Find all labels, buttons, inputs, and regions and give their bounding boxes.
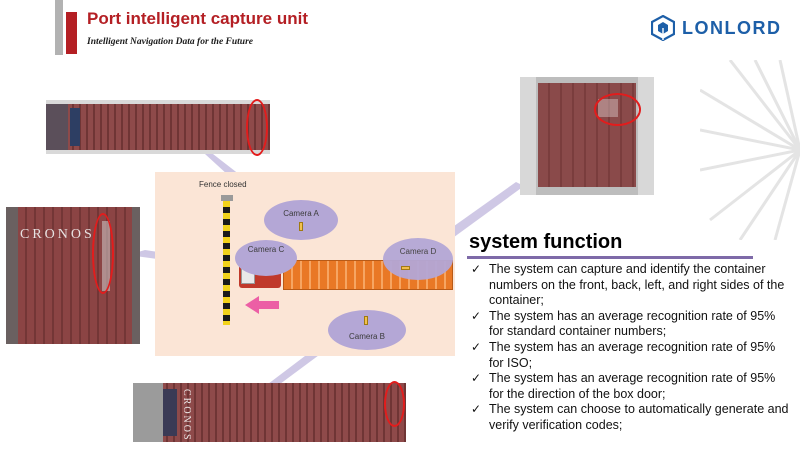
fence-post-cap	[221, 195, 233, 201]
container-brand-text: CRONOS	[20, 227, 95, 242]
decorative-rays	[700, 60, 800, 240]
camera-b-icon	[364, 316, 368, 325]
photo-right-container-rear	[520, 77, 654, 195]
fence-label: Fence closed	[199, 180, 247, 189]
camera-d-label: Camera D	[399, 247, 437, 256]
camera-b-label: Camera B	[348, 332, 385, 341]
hexagon-cube-icon	[651, 15, 675, 41]
left-arrow-icon	[245, 296, 279, 314]
check-icon: ✓	[471, 371, 482, 386]
camera-c-label: Camera C	[247, 245, 285, 254]
container-top-rail	[46, 100, 270, 104]
container-bottom-rail	[46, 150, 270, 154]
brand-logo-text: LONLORD	[682, 17, 782, 38]
system-function-list: ✓ The system can capture and identify the…	[469, 262, 789, 434]
container-body	[18, 207, 132, 344]
gantry-right	[638, 77, 654, 195]
check-icon: ✓	[471, 402, 482, 417]
page-subtitle: Intelligent Navigation Data for the Futu…	[87, 37, 254, 47]
gantry-left	[520, 77, 536, 195]
system-function-title: system function	[469, 231, 623, 253]
list-item-text: The system can choose to automatically g…	[489, 402, 789, 432]
camera-b-zone: Camera B	[328, 310, 406, 350]
container-number-strip	[70, 108, 80, 146]
header-accent-bar-gray	[55, 0, 63, 55]
list-item-text: The system has an average recognition ra…	[489, 308, 776, 339]
list-item-text: The system has an average recognition ra…	[489, 371, 776, 401]
camera-d-icon	[401, 266, 410, 270]
capture-layout-diagram: Fence closed Camera A Camera C Camera D …	[155, 172, 455, 356]
container-number-strip	[163, 389, 177, 436]
list-item-text: The system has an average recognition ra…	[489, 339, 776, 370]
container-end-door	[46, 100, 68, 154]
check-icon: ✓	[471, 308, 482, 323]
container-end-door	[133, 383, 163, 442]
header-accent-bar-red	[66, 12, 77, 54]
container-brand-text-vertical: CRONOS	[181, 389, 192, 442]
photo-top-container-side	[46, 100, 270, 154]
camera-a-label: Camera A	[283, 209, 319, 218]
highlight-ellipse-top	[246, 99, 268, 156]
brand-logo: LONLORD	[651, 15, 782, 41]
check-icon: ✓	[471, 262, 482, 276]
list-item: ✓ The system can choose to automatically …	[469, 402, 789, 433]
highlight-ellipse-right	[594, 93, 641, 126]
list-item-text: The system can capture and identify the …	[489, 262, 785, 308]
camera-d-zone: Camera D	[383, 238, 453, 280]
fence-barrier	[223, 201, 230, 325]
list-item: ✓ The system has an average recognition r…	[469, 309, 789, 340]
page-title: Port intelligent capture unit	[87, 9, 309, 28]
camera-a-icon	[299, 222, 303, 231]
camera-a-zone: Camera A	[264, 200, 338, 240]
list-item: ✓ The system can capture and identify the…	[469, 262, 789, 309]
highlight-ellipse-bottom	[384, 381, 405, 427]
camera-c-zone: Camera C	[235, 240, 297, 276]
system-function-underline	[467, 256, 753, 259]
photo-bottom-container-side: CRONOS	[133, 383, 406, 442]
check-icon: ✓	[471, 339, 482, 354]
list-item: ✓ The system has an average recognition r…	[469, 340, 789, 371]
photo-left-container-rear: CRONOS	[6, 207, 140, 344]
list-item: ✓ The system has an average recognition r…	[469, 371, 789, 402]
highlight-ellipse-left	[92, 213, 114, 294]
